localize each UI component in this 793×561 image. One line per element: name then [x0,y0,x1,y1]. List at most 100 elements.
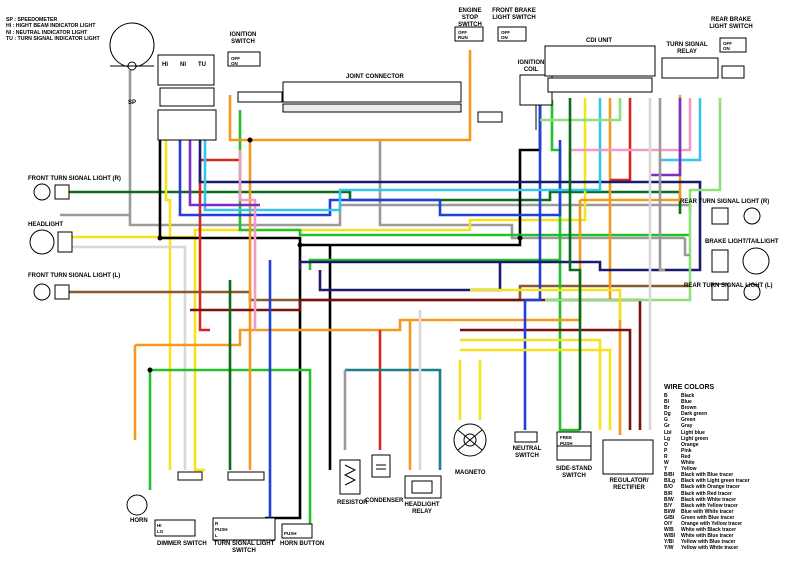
label-headlight-relay: HEADLIGHT RELAY [404,502,440,515]
wire-blue-4 [523,100,542,430]
wire-color-name: White with Black tracer [681,527,737,534]
wire-color-code: G/Bl [664,514,675,521]
turn-signal-relay [661,57,719,79]
stop-run-label: RUN [458,35,468,40]
wire-color-code: Bl/W [664,508,676,515]
wire-color-code: B/Bl [664,472,674,479]
label-resistor: RESISTOR [337,500,368,506]
wire-color-name: Orange with Yellow tracer [681,520,743,527]
wire-color-row: O Orange [664,442,750,448]
svg-text:HI: HI [162,62,168,68]
turn-signal-light-switch [212,471,276,541]
wire-color-code: Lbl [664,429,672,436]
front-brake-switch [497,26,527,42]
wire-color-name: Green [681,417,696,424]
front-turn-light-l [33,283,70,301]
wire-color-name: Pink [681,447,692,454]
wire-color-code: Dg [664,411,671,418]
label-headlight: HEADLIGHT [28,222,63,228]
wire-color-name: Blue with White tracer [681,508,734,515]
rear-turn-light-l [711,283,761,301]
label-sp: SP [128,100,137,106]
wire-color-code: G [664,417,668,424]
wire-color-code: W/B [664,527,674,534]
wire-color-name: Yellow with Blue tracer [681,539,736,546]
wire-color-name: Brown [681,405,697,412]
wire-dkgreen-3 [568,98,582,430]
wire-color-code: O/Y [664,520,673,527]
wire-color-code: Lg [664,435,671,442]
label-front-turn-l: FRONT TURN SIGNAL LIGHT (L) [28,273,121,279]
speedometer [109,22,155,71]
joint-connector [282,81,462,113]
wire-pink-1 [238,150,257,330]
wire-color-name: Yellow with White tracer [681,545,739,552]
wire-color-code: Gr [664,423,670,430]
wire-color-code: Bl [664,399,669,406]
dimmer-switch [154,471,203,537]
svg-text:NI: NI [180,62,186,68]
horn-button [281,523,313,539]
wire-color-code: O [664,441,668,448]
wire-color-code: B/Lg [664,478,676,485]
turn-r-label: R [215,521,219,526]
fbrake-off-label: OFF [501,30,510,35]
wire-color-name: White [681,460,695,467]
wire-color-name: Black with White tracer [681,496,737,503]
wire-yellow-8 [470,288,622,320]
rear-brake-switch [719,37,747,79]
label-horn: HORN [130,518,148,524]
wire-color-code: Y/Bl [664,539,674,546]
wire-color-code: B/R [664,490,673,497]
indicator-cluster [157,54,217,141]
wire-color-code: W/Bl [664,533,676,540]
wire-orange-2 [250,50,472,142]
rbrake-off-label: OFF [723,41,732,46]
abbreviation-legend: SP : SPEEDOMETER HI : HIGHT BEAM INDICAT… [6,17,100,43]
label-condenser: CONDENSER [365,498,404,504]
wire-color-code: Br [664,405,670,412]
wire-color-row: Lg Light green [664,436,750,442]
wire-color-row: W/B White with Black tracer [664,527,750,533]
legend-line: NI : NEUTRAL INDICATOR LIGHT [6,29,88,36]
wire-black-main [158,140,522,247]
wire-navy-2 [318,262,502,292]
ignition-off-label: OFF [231,56,240,61]
ignition-switch [227,51,283,103]
junctions [147,137,523,373]
sidestand-push-label: PUSH [560,441,573,446]
label-brake-tail: BRAKE LIGHT/TAILLIGHT [705,239,779,245]
wire-color-name: Orange [681,441,699,448]
wire-teal-1 [345,368,442,470]
ignition-on-label: ON [231,61,238,66]
sidestand-free-label: FREE [560,435,573,440]
condenser [371,454,391,478]
horn-push-label: PUSH [284,531,297,536]
wire-color-row: G Green [664,417,750,423]
indicator-letters: HI NI TU [162,62,206,68]
wire-color-name: Black with Blue tracer [681,472,734,479]
label-neutral-switch: NEUTRAL SWITCH [512,446,542,459]
label-engine-stop-switch: ENGINE STOP SWITCH [458,8,482,28]
magneto [453,423,487,457]
wire-color-code: W [664,460,669,467]
headlight [29,229,73,255]
wire-yellow-5 [460,348,612,430]
wire-color-name: Light green [681,435,709,442]
wire-purple-1 [188,140,260,207]
rear-turn-light-r [711,207,761,225]
wire-color-name: Light blue [681,429,705,436]
resistor [339,459,361,495]
wire-color-code: B/O [664,484,673,491]
wire-white-headlight [60,245,187,470]
side-stand-switch [556,431,592,461]
